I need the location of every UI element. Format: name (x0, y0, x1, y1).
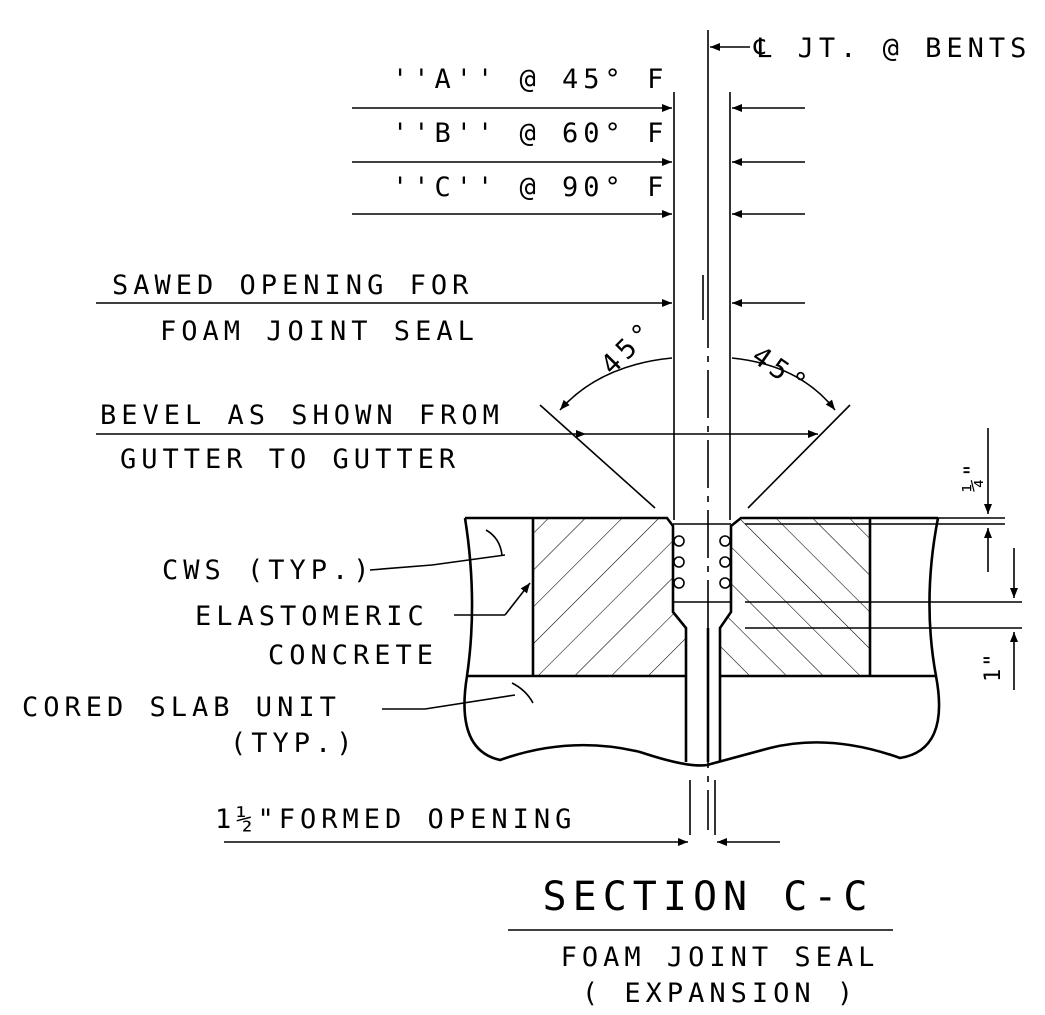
angle-dimensions: 45° 45° (559, 314, 836, 411)
one-inch-label: 1" (981, 652, 1006, 683)
angle-right-label: 45° (746, 340, 816, 402)
foam-seal-circles (673, 535, 731, 589)
elastomeric-line1: ELASTOMERIC (195, 601, 429, 632)
elastomeric-callout: ELASTOMERIC CONCRETE (195, 582, 531, 671)
sawed-opening-line1: SAWED OPENING FOR (112, 270, 473, 301)
cored-slab-line1: CORED SLAB UNIT (22, 692, 341, 723)
section-title: SECTION C-C (543, 874, 874, 920)
temp-b-label: ''B'' @ 60° F (392, 118, 668, 149)
section-subtitle: FOAM JOINT SEAL (561, 942, 880, 973)
right-dimensions: ¼" 1" (745, 428, 1022, 690)
cored-slab-callout: CORED SLAB UNIT (TYP.) (22, 682, 534, 759)
title-block: SECTION C-C FOAM JOINT SEAL ( EXPANSION … (508, 874, 893, 1009)
cws-label: CWS (TYP.) (162, 555, 375, 586)
section-note: ( EXPANSION ) (582, 978, 858, 1009)
cws-callout: CWS (TYP.) (162, 529, 506, 586)
formed-opening-callout: 1½"FORMED OPENING (215, 804, 780, 846)
temp-c-label: ''C'' @ 90° F (392, 172, 668, 203)
joint-lines (673, 30, 731, 835)
bevel-callout: BEVEL AS SHOWN FROM GUTTER TO GUTTER (96, 400, 851, 509)
cored-slab-line2: (TYP.) (230, 728, 358, 759)
centerline-label: ℄ JT. @ BENTS (753, 33, 1031, 64)
sawed-opening-callout: SAWED OPENING FOR FOAM JOINT SEAL (96, 270, 805, 347)
bevel-line2: GUTTER TO GUTTER (120, 444, 460, 475)
slab-section (463, 516, 941, 767)
temperature-dimensions: ''A'' @ 45° F ''B'' @ 60° F ''C'' @ 90° … (352, 64, 805, 218)
elastomeric-line2: CONCRETE (268, 640, 438, 671)
temp-a-label: ''A'' @ 45° F (392, 64, 668, 95)
bevel-line1: BEVEL AS SHOWN FROM (100, 400, 504, 431)
formed-opening-label: 1½"FORMED OPENING (215, 804, 576, 835)
centerline-callout: ℄ JT. @ BENTS (710, 33, 1031, 64)
quarter-inch-label: ¼" (961, 462, 986, 493)
angle-left-label: 45° (595, 314, 662, 381)
sawed-opening-line2: FOAM JOINT SEAL (160, 316, 479, 347)
